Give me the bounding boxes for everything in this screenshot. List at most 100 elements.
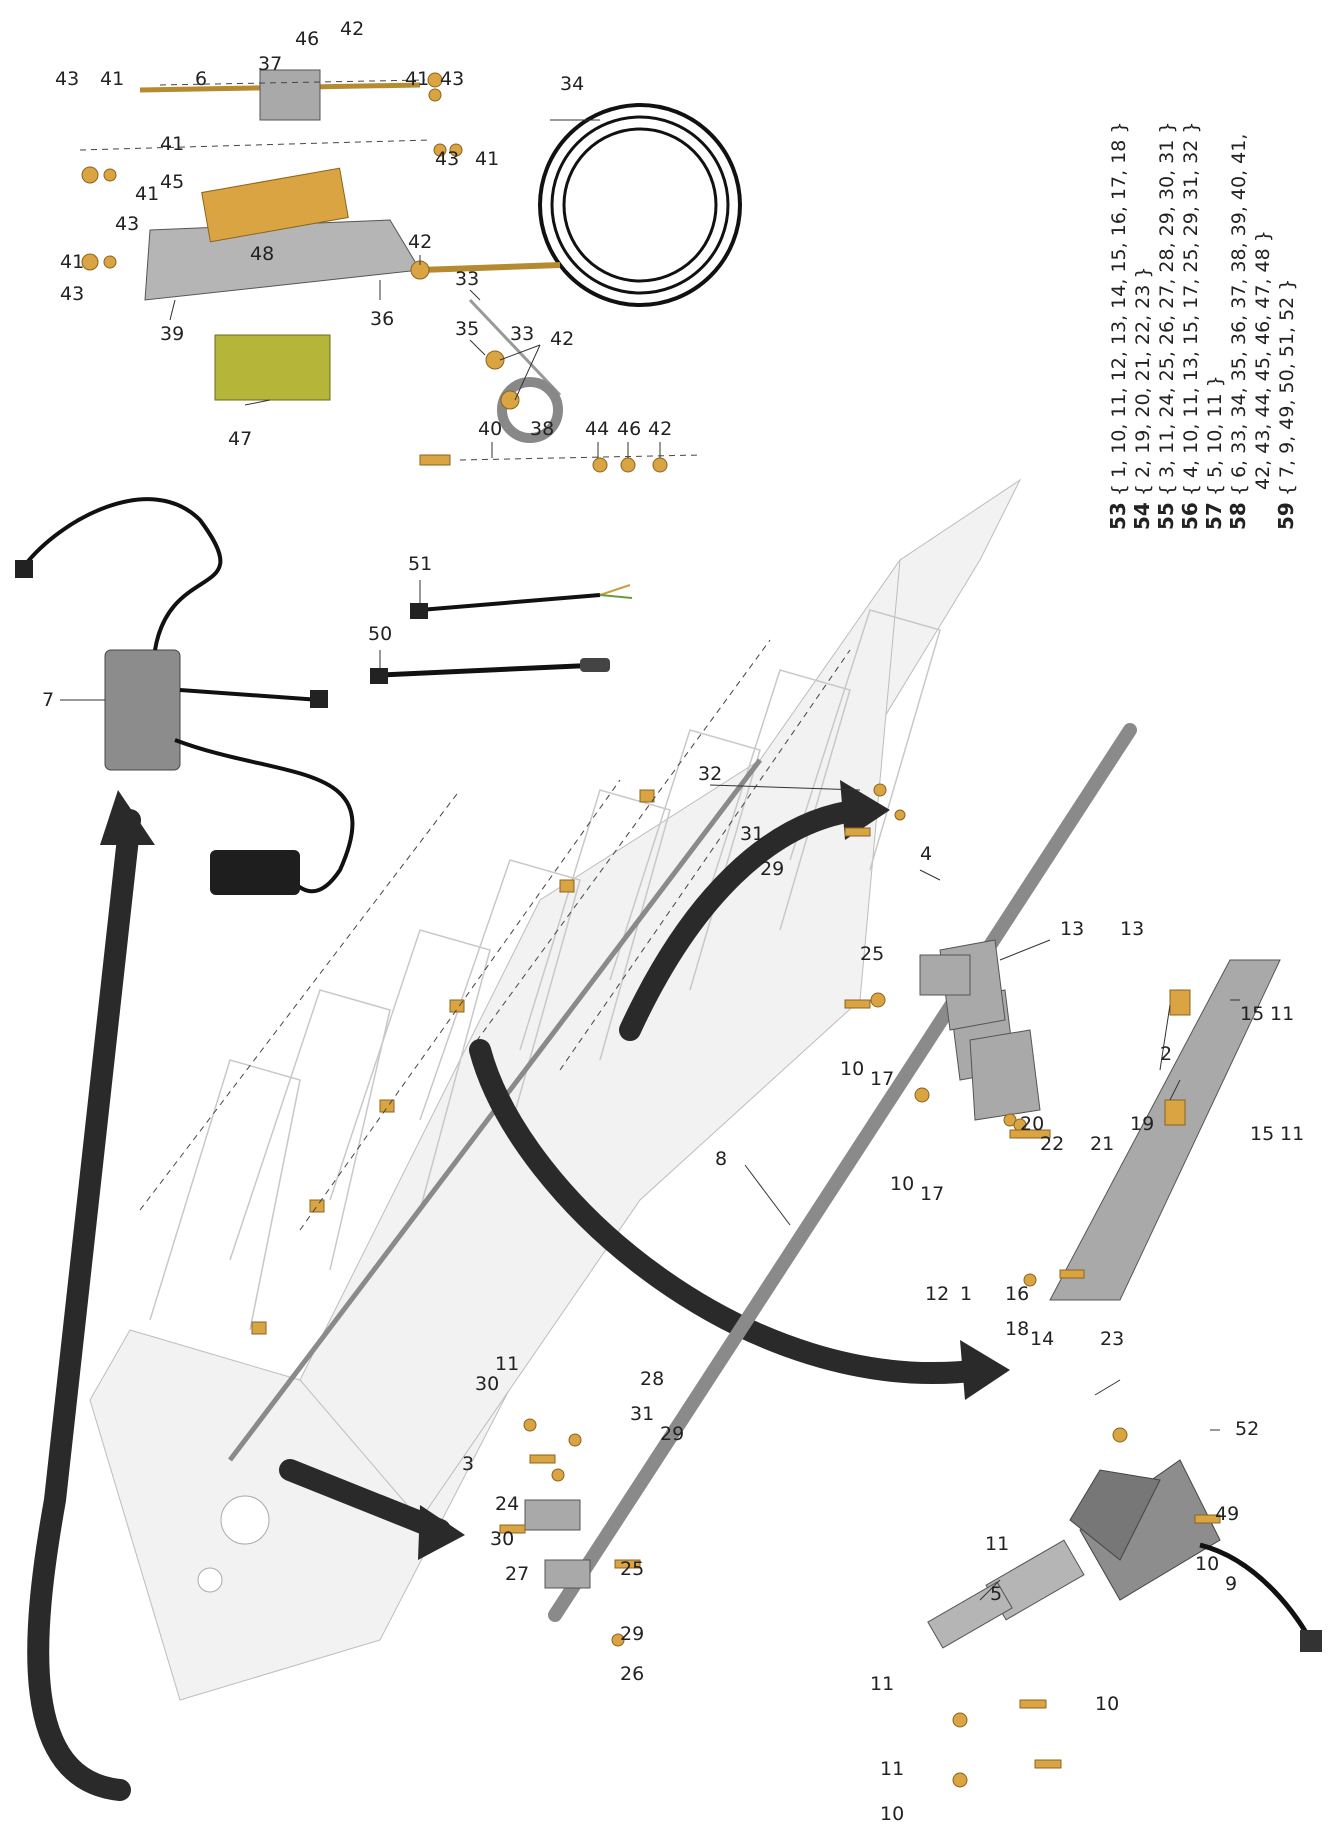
callout-41-c: 41 (160, 133, 184, 155)
callout-9: 9 (1225, 1573, 1237, 1595)
callout-52: 52 (1235, 1418, 1259, 1440)
callout-42-a: 42 (648, 418, 672, 440)
callout-11-d: 11 (870, 1673, 894, 1695)
callout-41-d: 41 (135, 183, 159, 205)
flow-arrows (27, 799, 991, 1801)
callout-30-a: 30 (475, 1373, 499, 1395)
callout-16: 16 (1005, 1283, 1029, 1305)
callout-27: 27 (505, 1563, 529, 1585)
callout-42-b: 42 (408, 231, 432, 253)
cable-50 (370, 658, 610, 684)
callout-15-b: 15 (1250, 1123, 1274, 1145)
callout-43-d: 43 (440, 68, 464, 90)
callout-43-b: 43 (55, 68, 79, 90)
callout-42-c: 42 (550, 328, 574, 350)
callout-49: 49 (1215, 1503, 1239, 1525)
kit-58: 58{ 6, 33, 34, 35, 36, 37, 38, 39, 40, 4… (1226, 134, 1250, 530)
callout-18: 18 (1005, 1318, 1029, 1340)
callout-20: 20 (1020, 1113, 1044, 1135)
callout-28: 28 (640, 1368, 664, 1390)
callout-31-b: 31 (630, 1403, 654, 1425)
bracket-assembly (524, 939, 1322, 1652)
callout-41-b: 41 (100, 68, 124, 90)
callout-10-d: 10 (1095, 1693, 1119, 1715)
callout-11-b: 11 (1280, 1123, 1304, 1145)
callout-22: 22 (1040, 1133, 1064, 1155)
callout-12: 12 (925, 1283, 949, 1305)
callout-50: 50 (368, 623, 392, 645)
callout-30-b: 30 (490, 1528, 514, 1550)
callout-42-d: 42 (340, 18, 364, 40)
callout-13-a: 13 (1060, 918, 1084, 940)
callout-17-b: 17 (920, 1183, 944, 1205)
sensor-assembly (79, 69, 742, 461)
callout-21: 21 (1090, 1133, 1114, 1155)
callout-3: 3 (462, 1453, 474, 1475)
callout-51: 51 (408, 553, 432, 575)
callout-31-a: 31 (740, 823, 764, 845)
callout-11-a: 11 (1270, 1003, 1294, 1025)
callout-29-a: 29 (760, 858, 784, 880)
callout-10-a: 10 (840, 1058, 864, 1080)
callout-39: 39 (160, 323, 184, 345)
callout-37: 37 (258, 53, 282, 75)
callout-15-a: 15 (1240, 1003, 1264, 1025)
callout-29-b: 29 (660, 1423, 684, 1445)
callout-48: 48 (250, 243, 274, 265)
kit-53: 53{ 1, 10, 11, 12, 13, 14, 15, 16, 17, 1… (1106, 122, 1130, 531)
callout-1: 1 (960, 1283, 972, 1305)
kit-list: 53{ 1, 10, 11, 12, 13, 14, 15, 16, 17, 1… (1106, 122, 1298, 531)
callout-7: 7 (42, 689, 54, 711)
callout-10-c: 10 (1195, 1553, 1219, 1575)
callout-46-a: 46 (617, 418, 641, 440)
ghost-clamp-markers (251, 789, 655, 1335)
control-box-7 (15, 497, 355, 895)
callout-44: 44 (585, 418, 609, 440)
callout-46-b: 46 (295, 28, 319, 50)
kit-58-continued: 42, 43, 44, 45, 46, 47, 48 } (1252, 230, 1274, 490)
callout-25-b: 25 (620, 1558, 644, 1580)
callout-41-f: 41 (475, 148, 499, 170)
callout-5: 5 (990, 1583, 1002, 1605)
callout-10-b: 10 (890, 1173, 914, 1195)
fastener-dots (81, 72, 1221, 1788)
callout-10-e: 10 (880, 1803, 904, 1825)
callout-4: 4 (920, 843, 932, 865)
kit-56: 56{ 4, 10, 11, 13, 15, 17, 25, 29, 31, 3… (1178, 122, 1202, 531)
callout-14: 14 (1030, 1328, 1054, 1350)
callout-11-e: 11 (880, 1758, 904, 1780)
callout-43-a: 43 (60, 283, 84, 305)
callout-25-a: 25 (860, 943, 884, 965)
callout-24: 24 (495, 1493, 519, 1515)
callout-47: 47 (228, 428, 252, 450)
callout-29-c: 29 (620, 1623, 644, 1645)
callout-43-c: 43 (115, 213, 139, 235)
callout-41-a: 41 (60, 251, 84, 273)
callout-38: 38 (530, 418, 554, 440)
shaft-8 (548, 723, 1137, 1622)
kit-57: 57{ 5, 10, 11 } (1202, 375, 1226, 530)
callout-35: 35 (455, 318, 479, 340)
callout-8: 8 (715, 1148, 727, 1170)
callout-23: 23 (1100, 1328, 1124, 1350)
leader-lines (60, 119, 1240, 1601)
callout-6: 6 (195, 68, 207, 90)
callout-19: 19 (1130, 1113, 1154, 1135)
callout-17-a: 17 (870, 1068, 894, 1090)
callout-labels: 7 50 51 40 38 44 46 42 47 39 36 42 33 35… (42, 18, 1304, 1825)
callout-45: 45 (160, 171, 184, 193)
callout-13-b: 13 (1120, 918, 1144, 940)
callout-11-f: 11 (495, 1353, 519, 1375)
callout-32: 32 (698, 763, 722, 785)
kit-55: 55{ 3, 11, 24, 25, 26, 27, 28, 29, 30, 3… (1154, 122, 1178, 531)
callout-33-a: 33 (455, 268, 479, 290)
cable-51 (410, 584, 633, 619)
callout-26: 26 (620, 1663, 644, 1685)
callout-33-b: 33 (510, 323, 534, 345)
callout-40: 40 (478, 418, 502, 440)
callout-2: 2 (1160, 1043, 1172, 1065)
kit-59: 59{ 7, 9, 49, 50, 51, 52 } (1274, 279, 1298, 530)
callout-11-c: 11 (985, 1533, 1009, 1555)
kit-54: 54{ 2, 19, 20, 21, 22, 23 } (1130, 267, 1154, 530)
